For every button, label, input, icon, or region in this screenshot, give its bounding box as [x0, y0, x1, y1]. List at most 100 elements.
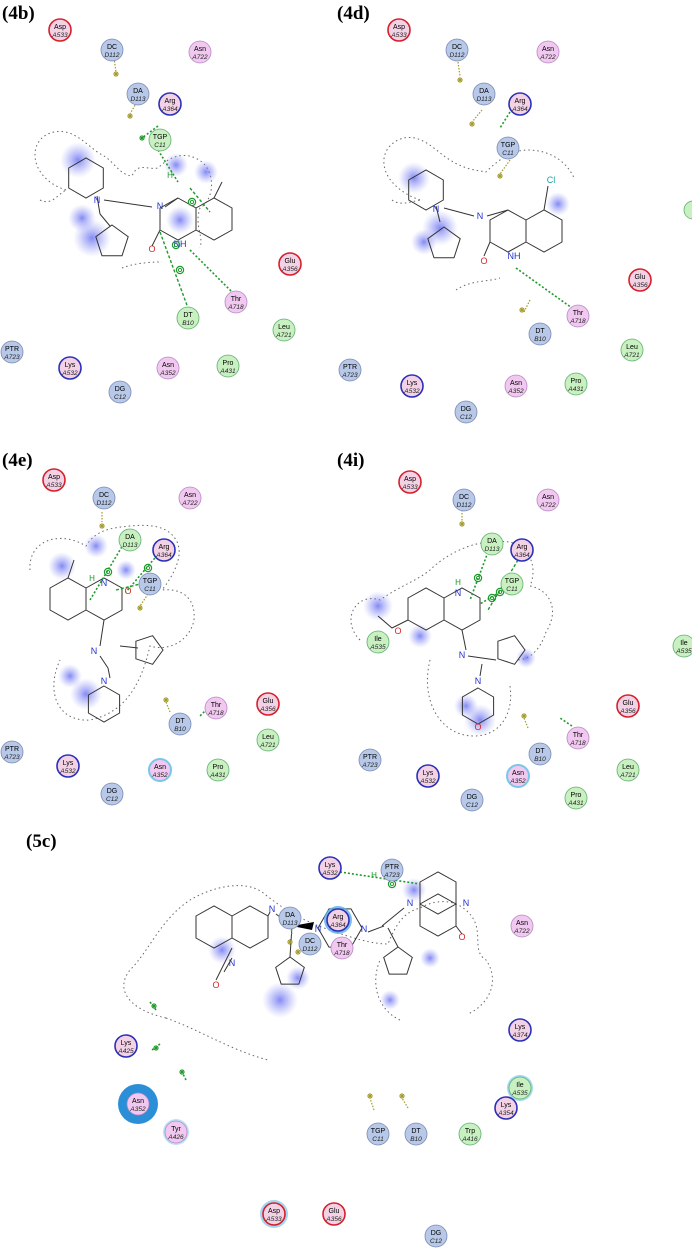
arene-marker-core [489, 595, 495, 601]
residue-name: Lys [325, 862, 336, 869]
residue-name: DA [133, 88, 143, 95]
arene-marker-icon [487, 593, 497, 603]
residue-name: PTR [343, 364, 357, 371]
ligand-bond [223, 957, 233, 973]
residue-circle [616, 758, 640, 782]
residue-name: Leu [626, 344, 638, 351]
residue-circle [480, 532, 504, 556]
residue-number: C12 [430, 1238, 442, 1245]
ligand-ring [383, 946, 413, 975]
arene-marker-icon [187, 197, 197, 207]
ligand-bond [483, 241, 491, 257]
residue-name: Thr [231, 296, 242, 303]
residue-number: A431 [567, 386, 584, 393]
ligand-bond [377, 615, 409, 629]
residue-number: A352 [129, 1106, 146, 1113]
ligand-bond [367, 925, 385, 933]
atom-label: O [394, 626, 401, 636]
residue-circle [164, 1120, 188, 1144]
contact-star-icon [99, 523, 105, 529]
residue-circle [400, 374, 424, 398]
residue-name: Lys [501, 1102, 512, 1109]
hydrogen-bond [469, 551, 489, 601]
residue-circle [56, 754, 80, 778]
hydrogen-bond [141, 125, 159, 139]
arene-marker-core [189, 199, 195, 205]
residue-number: C11 [506, 586, 518, 593]
residue-number: A533 [401, 484, 418, 491]
residue-name: TGP [153, 134, 168, 141]
residue-name: Pro [571, 792, 582, 799]
residue-number: D113 [476, 96, 491, 103]
residue-circle [168, 712, 192, 736]
panel-label: (5c) [26, 831, 57, 852]
residue-name: Asp [54, 24, 66, 31]
residue-circle [564, 786, 588, 810]
hydrophobic-contact [113, 57, 117, 73]
residue-number: C11 [502, 150, 514, 157]
residue-number: A722 [513, 928, 530, 935]
ligand-bond [103, 199, 153, 208]
residue-name: Lys [63, 760, 74, 767]
residue-name: DC [452, 44, 462, 51]
residue-number: A356 [631, 282, 648, 289]
pocket-outline [391, 199, 421, 204]
residue-circle [100, 782, 124, 806]
residue-circle [272, 318, 296, 342]
residue-circle [616, 694, 640, 718]
residue-circle [318, 856, 342, 880]
ligand-bond [215, 947, 233, 981]
residue-number: A718 [569, 740, 586, 747]
solvent-exposure-blob [516, 648, 536, 668]
residue-number: D112 [456, 502, 471, 509]
residue-number: A721 [619, 772, 636, 779]
hydrogen-bond [125, 551, 161, 593]
residue-circle [424, 1224, 448, 1248]
residue-name: Asn [510, 380, 522, 387]
panel-label: (4b) [2, 3, 35, 24]
residue-number: A416 [461, 1136, 478, 1143]
residue-name: DG [467, 794, 478, 801]
ligand-ring [95, 224, 129, 257]
residue-circle [138, 572, 162, 596]
residue-number: A718 [227, 304, 244, 311]
residue-circle [298, 932, 322, 956]
ligand-ring [195, 197, 233, 241]
hydrophobic-contact [457, 61, 461, 77]
residue-name: Lys [515, 1024, 526, 1031]
atom-label: O [480, 256, 487, 266]
ligand-bond [107, 667, 111, 679]
atom-label: N [475, 676, 482, 686]
contact-star-icon [151, 1003, 157, 1009]
residue-number: A723 [3, 354, 20, 361]
residue-number: A425 [117, 1048, 134, 1055]
atom-label: O [458, 932, 465, 942]
ligand-bond [213, 181, 223, 199]
residue-name: Ile [516, 1082, 524, 1089]
residue-circle [178, 486, 202, 510]
atom-label: N [269, 904, 276, 914]
hydrophobic-contact [471, 109, 483, 123]
arene-marker-core [177, 267, 183, 273]
atom-label: N [101, 578, 108, 588]
panel-label: (4d) [337, 3, 370, 24]
residue-name: DT [535, 748, 545, 755]
residue-circle [628, 268, 652, 292]
residue-name: Asp [268, 1208, 280, 1215]
solvent-exposure-blob [164, 153, 188, 177]
